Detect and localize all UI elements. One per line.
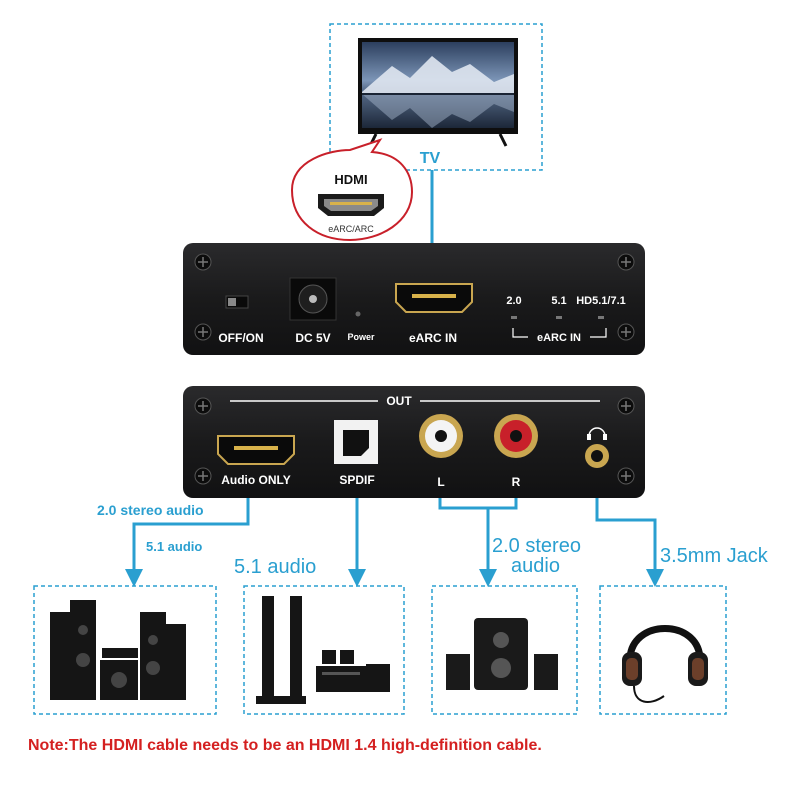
screw-icon [194, 253, 212, 271]
mode-led-51 [556, 316, 562, 319]
screw-icon [194, 323, 212, 341]
power-label: Power [347, 332, 375, 342]
surround-system-device [243, 585, 405, 715]
jack-desc: 3.5mm Jack [660, 545, 769, 567]
screw-icon [617, 253, 635, 271]
rca-left-jack [419, 414, 463, 458]
tv-frame [329, 23, 543, 171]
dc-label: DC 5V [295, 331, 330, 345]
rca-left-label: L [437, 475, 444, 489]
hdmi-out-label: Audio ONLY [221, 473, 291, 487]
mode-group-label: eARC IN [537, 332, 581, 344]
mode-led-hd [598, 316, 604, 319]
tv-icon [358, 38, 518, 147]
spdif-port [334, 420, 378, 464]
hdmi-out-desc-1: 2.0 stereo audio [97, 502, 204, 518]
mode-bracket [512, 328, 607, 338]
spdif-desc: 5.1 audio [234, 556, 316, 578]
hdmi-out-desc-2: 5.1 audio [146, 539, 202, 554]
switch-label: OFF/ON [218, 331, 263, 345]
audio-jack-port [585, 444, 609, 468]
mode-20-label: 2.0 [506, 295, 521, 307]
tv-label: TV [420, 150, 441, 167]
rca-desc-1: 2.0 stereo [492, 535, 581, 557]
out-label: OUT [386, 394, 412, 408]
rca-line [438, 498, 518, 578]
hdmi-in-port [395, 283, 473, 313]
screw-icon [617, 323, 635, 341]
hdmi-in-label: eARC IN [409, 331, 457, 345]
power-switch [225, 295, 249, 309]
screw-icon [194, 397, 212, 415]
speaker-set-icon [256, 596, 390, 704]
rca-desc-2: audio [511, 555, 560, 577]
headphones-icon [622, 625, 708, 703]
headphone-symbol-icon [587, 427, 607, 440]
screw-icon [617, 397, 635, 415]
screw-icon [194, 467, 212, 485]
tower-speaker-icon [50, 600, 186, 700]
rca-right-label: R [512, 475, 521, 489]
tv-group: TV [329, 23, 543, 171]
cable-note: Note:The HDMI cable needs to be an HDMI … [28, 737, 542, 754]
hdmi-callout-subtitle: eARC/ARC [328, 224, 374, 234]
power-led [355, 311, 361, 317]
jack-line [595, 498, 664, 587]
speaker-icon [446, 618, 558, 690]
mode-led-20 [511, 316, 517, 319]
hdmi-out-line [125, 498, 250, 587]
back-panel: OUT Audio ONLY SPDIF L R [183, 386, 645, 498]
rca-right-jack [494, 414, 538, 458]
hdmi-port-icon [318, 194, 384, 216]
screw-icon [617, 467, 635, 485]
home-theater-device [33, 585, 217, 715]
front-panel: OFF/ON DC 5V Power eARC IN 2.0 5.1 HD5.1… [183, 243, 645, 355]
connection-lines [125, 498, 664, 587]
hdmi-callout-title: HDMI [334, 172, 367, 187]
hdmi-callout: HDMI eARC/ARC [290, 138, 414, 242]
headphones-device [599, 585, 727, 715]
spdif-label: SPDIF [339, 473, 374, 487]
hdmi-out-port [217, 435, 295, 465]
mode-51-label: 5.1 [551, 295, 566, 307]
dc-jack [289, 277, 337, 321]
stereo-speakers-device [431, 585, 578, 715]
mode-hd-label: HD5.1/7.1 [576, 295, 626, 307]
